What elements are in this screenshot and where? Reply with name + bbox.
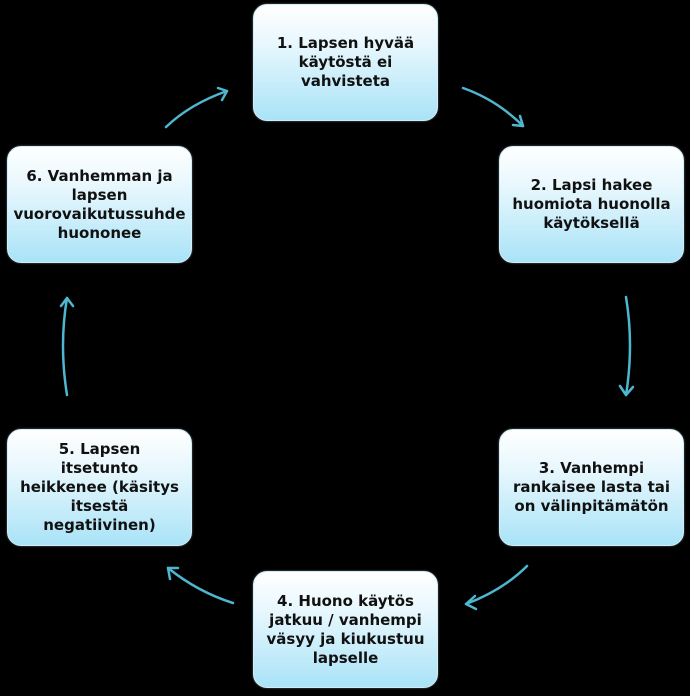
step-6-box: 6. Vanhemman ja lapsen vuorovaikutussuhd…: [7, 146, 192, 263]
arrow-6-to-1: [164, 86, 229, 129]
step-4-label: 4. Huono käytös jatkuu / vanhempi väsyy …: [266, 591, 425, 667]
step-3-label: 3. Vanhempi rankaisee lasta tai on välin…: [512, 459, 671, 515]
step-5-label: 5. Lapsen itsetunto heikkenee (käsitys i…: [20, 440, 179, 534]
arrow-4-to-5: [166, 566, 235, 605]
step-6-label: 6. Vanhemman ja lapsen vuorovaikutussuhd…: [13, 166, 186, 242]
step-1-box: 1. Lapsen hyvää käytöstä ei vahvisteta: [253, 4, 438, 121]
arrow-1-to-2: [461, 86, 525, 128]
step-2-box: 2. Lapsi hakee huomiota huonolla käytöks…: [499, 146, 684, 263]
step-1-label: 1. Lapsen hyvää käytöstä ei vahvisteta: [276, 34, 415, 90]
arrow-2-to-3: [618, 295, 635, 397]
step-3-box: 3. Vanhempi rankaisee lasta tai on välin…: [499, 429, 684, 546]
arrow-5-to-6: [59, 296, 75, 397]
step-4-box: 4. Huono käytös jatkuu / vanhempi väsyy …: [253, 571, 438, 688]
arrow-3-to-4: [464, 564, 529, 611]
step-2-label: 2. Lapsi hakee huomiota huonolla käytöks…: [512, 176, 671, 232]
step-5-box: 5. Lapsen itsetunto heikkenee (käsitys i…: [7, 429, 192, 546]
